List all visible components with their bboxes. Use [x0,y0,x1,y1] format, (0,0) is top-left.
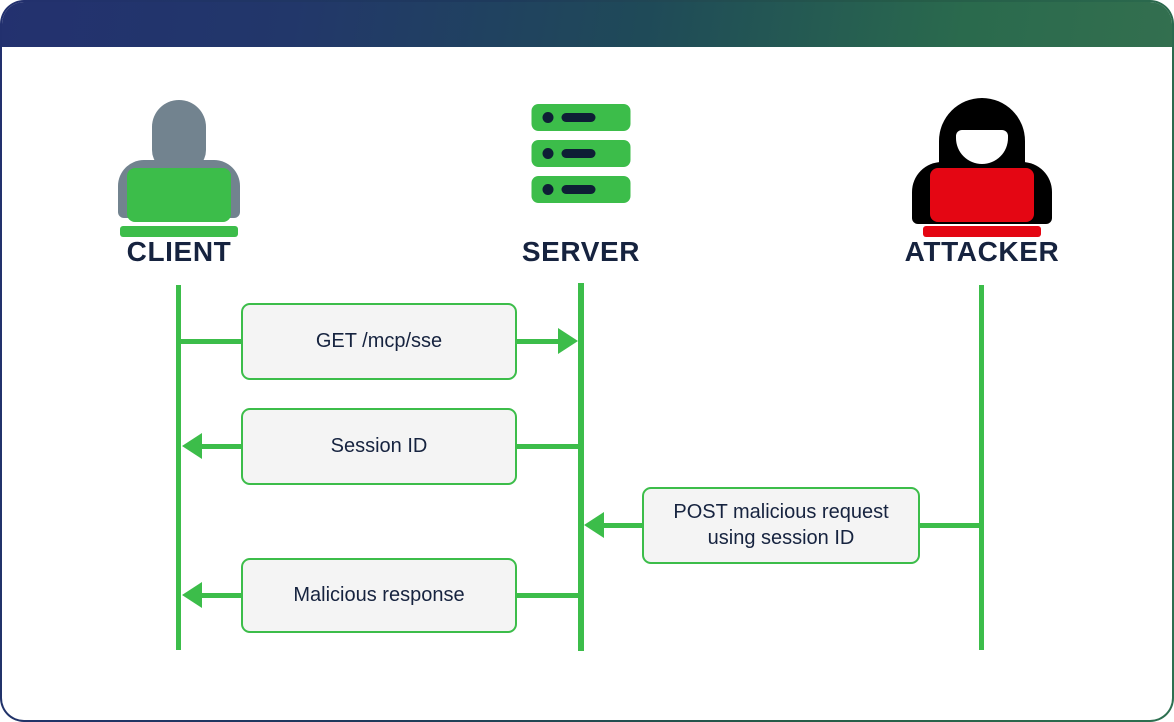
connector-get-mcp-sse-left [178,339,258,344]
arrowhead-post-malicious [584,512,604,538]
attacker-laptop-screen-shape [930,168,1034,222]
server-led-icon [542,148,554,159]
server-slot-bar [561,113,596,122]
message-box-post-malicious-request[interactable]: POST malicious request using session ID [642,487,920,564]
header-gradient-banner [2,2,1172,47]
server-slot-bar [561,185,596,194]
laptop-screen-shape [127,168,231,222]
lifeline-server [578,283,584,651]
message-text-malicious-response: Malicious response [293,583,465,606]
message-box-get-mcp-sse[interactable]: GET /mcp/sse [241,303,517,380]
server-rack-icon [461,98,701,228]
message-text-post-malicious-line1: POST malicious request [673,500,889,523]
actor-client: CLIENT [59,98,299,268]
message-text-session-id: Session ID [330,434,428,457]
message-text-post-malicious-line2: using session ID [707,526,855,549]
actor-label-attacker: ATTACKER [904,236,1060,267]
connector-post-malicious-left [604,523,654,528]
server-rack-unit-1 [531,104,631,131]
actor-label-client: CLIENT [126,236,232,267]
server-led-icon [542,112,554,123]
server-rack-unit-2 [531,140,631,167]
attacker-laptop-base-shape [923,226,1041,237]
message-box-malicious-response[interactable]: Malicious response [241,558,517,633]
lifeline-attacker [979,285,984,650]
message-text-get-mcp-sse: GET /mcp/sse [315,329,443,352]
server-led-icon [542,184,554,195]
person-laptop-icon [59,98,299,237]
connector-malicious-response-right [502,593,582,598]
connector-malicious-response-left [202,593,262,598]
hacker-hoodie-icon [862,98,1102,237]
laptop-base-shape [120,226,238,237]
server-slot-bar [561,149,596,158]
connector-post-malicious-right [907,523,983,528]
connector-get-mcp-sse-right [502,339,564,344]
arrowhead-get-mcp-sse [558,328,578,354]
message-box-session-id[interactable]: Session ID [241,408,517,485]
actor-label-server: SERVER [521,236,641,267]
lifeline-client [176,285,181,650]
actor-server: SERVER [461,98,701,268]
arrowhead-malicious-response [182,582,202,608]
server-rack-unit-3 [531,176,631,203]
connector-session-id-left [202,444,262,449]
actor-attacker: ATTACKER [862,98,1102,268]
connector-session-id-right [502,444,582,449]
arrowhead-session-id [182,433,202,459]
